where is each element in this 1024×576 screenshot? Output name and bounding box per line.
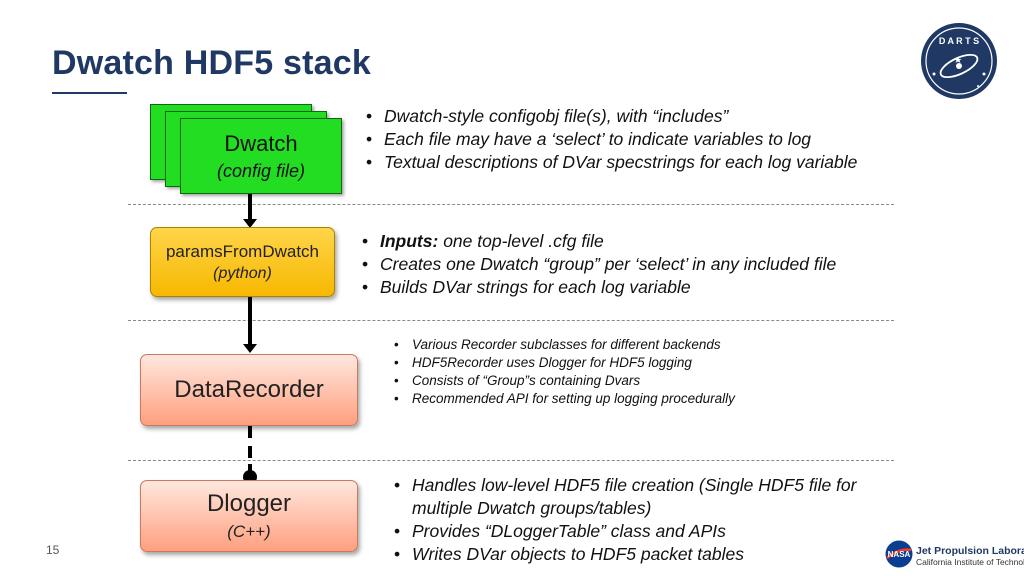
params-label: paramsFromDwatch [165,241,320,261]
dlogger-sublabel: (C++) [227,522,271,541]
list-item: Each file may have a ‘select’ to indicat… [364,128,884,151]
dlogger-box: Dlogger (C++) [140,480,358,552]
list-item: Provides “DLoggerTable” class and APIs [392,520,862,543]
dwatch-sublabel: (config file) [216,160,306,181]
recorder-label: DataRecorder [174,376,324,403]
list-item: Inputs: one top-level .cfg file [360,230,900,253]
recorder-bullets: Various Recorder subclasses for differen… [392,336,872,408]
list-item: Writes DVar objects to HDF5 packet table… [392,543,862,566]
nasa-meatball-icon: NASA [885,540,913,568]
page-number: 15 [46,543,60,557]
params-from-dwatch-box: paramsFromDwatch (python) [150,227,335,297]
list-item: Consists of “Group”s containing Dvars [392,372,872,390]
logo-text: D A R T S [939,36,979,46]
dashed-connector-segment [248,446,252,458]
connector-params-recorder [248,295,252,346]
params-bullets: Inputs: one top-level .cfg file Creates … [360,230,900,299]
dashed-connector-segment [248,426,252,438]
title-underline [52,92,127,94]
darts-logo: D A R T S [921,23,997,99]
dwatch-box: Dwatch (config file) [180,118,342,194]
list-item: HDF5Recorder uses Dlogger for HDF5 loggi… [392,354,872,372]
arrow-head-2 [243,344,257,353]
nasa-logo-text: NASA [888,550,911,559]
dlogger-bullets: Handles low-level HDF5 file creation (Si… [392,474,862,566]
dlogger-label: Dlogger [206,490,292,517]
params-sublabel: (python) [213,264,272,282]
list-item: Creates one Dwatch “group” per ‘select’ … [360,253,900,276]
arrow-head-1 [243,219,257,228]
separator-3 [128,460,894,461]
list-item: Dwatch-style configobj file(s), with “in… [364,105,884,128]
connector-dwatch-params [248,192,252,220]
jpl-name: Jet Propulsion Laboratory [916,545,1024,557]
list-item: Recommended API for setting up logging p… [392,390,872,408]
list-item: Textual descriptions of DVar specstrings… [364,151,884,174]
list-item: Handles low-level HDF5 file creation (Si… [392,474,862,520]
data-recorder-box: DataRecorder [140,354,358,426]
dwatch-bullets: Dwatch-style configobj file(s), with “in… [364,105,884,174]
inputs-text: one top-level .cfg file [438,231,604,251]
list-item: Builds DVar strings for each log variabl… [360,276,900,299]
jpl-subtitle: California Institute of Technology [916,557,1024,567]
inputs-lead: Inputs: [380,231,439,251]
list-item: Various Recorder subclasses for differen… [392,336,872,354]
page-title: Dwatch HDF5 stack [52,44,371,82]
separator-1 [128,204,894,205]
dwatch-label: Dwatch [224,130,298,156]
separator-2 [128,320,894,321]
